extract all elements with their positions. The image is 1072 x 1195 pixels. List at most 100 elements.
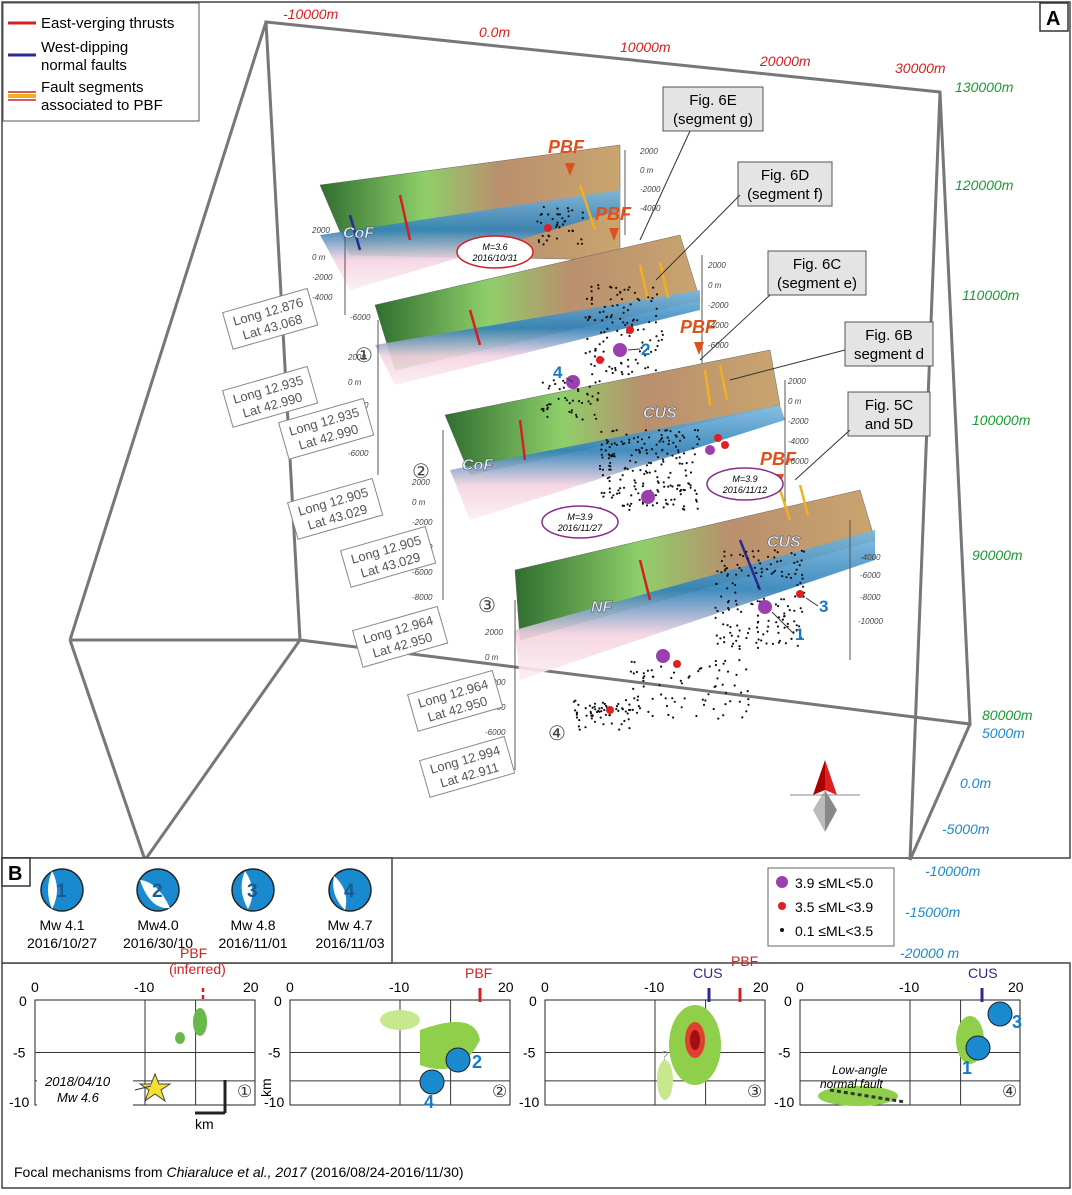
svg-text:2: 2 [641, 340, 650, 359]
svg-text:normal fault: normal fault [820, 1077, 883, 1091]
svg-text:2016/10/27: 2016/10/27 [27, 935, 97, 951]
svg-text:-4000: -4000 [788, 437, 809, 446]
y-tick: 130000m [955, 79, 1014, 95]
svg-text:-10: -10 [519, 1094, 539, 1110]
svg-text:Mw 4.1: Mw 4.1 [39, 917, 84, 933]
svg-text:3: 3 [819, 597, 828, 616]
event-medium [796, 590, 804, 598]
cof-label: CoF [462, 457, 494, 474]
pbf-label: PBF [680, 317, 717, 337]
z-tick: 0.0m [960, 775, 991, 791]
y-tick: 90000m [972, 547, 1023, 563]
x-tick: 0.0m [479, 24, 510, 40]
svg-text:①: ① [237, 1082, 252, 1101]
panel-a-letter: A [1046, 8, 1060, 30]
3d-bounding-box [68, 20, 972, 861]
svg-text:-2000: -2000 [708, 301, 729, 310]
svg-text:km: km [258, 1078, 274, 1097]
z-tick: -5000m [942, 821, 990, 837]
svg-text:(segment e): (segment e) [777, 275, 857, 292]
cus-label: CUS [767, 534, 801, 551]
north-arrow-icon [790, 760, 860, 832]
z-tick: 5000m [982, 725, 1025, 741]
svg-text:-5: -5 [523, 1045, 536, 1061]
event-medium [606, 706, 614, 714]
magnitude-legend: 3.9 ≤ML<5.0 3.5 ≤ML<3.9 0.1 ≤ML<3.5 [767, 867, 895, 947]
svg-text:4: 4 [344, 881, 355, 902]
panel-b-letter: B [8, 863, 22, 885]
event-medium [626, 326, 634, 334]
svg-text:CUS: CUS [693, 965, 723, 981]
y-tick: 110000m [962, 287, 1020, 303]
cof-label: CoF [343, 225, 375, 242]
svg-text:0: 0 [541, 979, 549, 995]
x-tick: 10000m [620, 39, 671, 55]
svg-text:②: ② [492, 1082, 507, 1101]
svg-text:Fig. 5C: Fig. 5C [865, 397, 914, 414]
svg-text:-6000: -6000 [348, 449, 369, 458]
svg-text:-6000: -6000 [860, 571, 881, 580]
svg-text:(segment f): (segment f) [747, 186, 823, 203]
svg-text:Low-angle: Low-angle [832, 1063, 888, 1077]
section-numbers: ① ② ③ ④ [355, 345, 566, 745]
seismicity-points [536, 205, 806, 731]
svg-text:0: 0 [796, 979, 804, 995]
svg-text:2016/11/01: 2016/11/01 [218, 935, 287, 951]
svg-text:km: km [195, 1116, 214, 1132]
svg-text:-10: -10 [134, 979, 154, 995]
svg-text:0 m: 0 m [312, 253, 326, 262]
svg-text:③: ③ [478, 595, 496, 617]
svg-text:Fig. 6C: Fig. 6C [793, 256, 842, 273]
svg-text:②: ② [412, 461, 430, 483]
svg-text:2000: 2000 [311, 226, 330, 235]
x-axis-labels: -10000m 0.0m 10000m 20000m 30000m [283, 6, 946, 76]
svg-text:-2000: -2000 [640, 185, 661, 194]
svg-text:(segment g): (segment g) [673, 111, 753, 128]
event-medium [714, 434, 722, 442]
svg-text:-5: -5 [13, 1045, 26, 1061]
figure-callouts: Fig. 6E (segment g) Fig. 6D (segment f) … [639, 86, 934, 481]
pbf-label: PBF [760, 449, 797, 469]
y-tick: 120000m [955, 177, 1014, 193]
event-medium [721, 441, 729, 449]
svg-text:20: 20 [498, 979, 514, 995]
beachball-3: 3 Mw 4.8 2016/11/01 [218, 868, 288, 951]
svg-text:0 m: 0 m [640, 166, 654, 175]
svg-text:-10: -10 [644, 979, 664, 995]
svg-text:2000: 2000 [411, 478, 430, 487]
svg-text:(inferred): (inferred) [169, 961, 226, 977]
svg-text:-2000: -2000 [412, 518, 433, 527]
fault-traces [348, 184, 810, 601]
svg-text:0 m: 0 m [485, 653, 499, 662]
svg-text:4: 4 [553, 363, 563, 382]
svg-text:-6000: -6000 [412, 568, 433, 577]
svg-text:3: 3 [1012, 1012, 1022, 1032]
svg-text:-10: -10 [899, 979, 919, 995]
svg-text:-6000: -6000 [485, 728, 506, 737]
svg-text:segment d: segment d [854, 346, 924, 363]
legend-mag-medium: 3.5 ≤ML<3.9 [795, 899, 873, 915]
svg-text:③: ③ [747, 1082, 762, 1101]
event-medium [673, 660, 681, 668]
svg-text:-8000: -8000 [412, 593, 433, 602]
legend-mag-large: 3.9 ≤ML<5.0 [795, 875, 873, 891]
svg-text:Fig. 6D: Fig. 6D [761, 167, 810, 184]
svg-text:2000: 2000 [347, 353, 366, 362]
svg-text:0: 0 [784, 993, 792, 1009]
panel-b: B 1 Mw 4.1 2016/10/27 2 Mw4.0 2016/30/10… [1, 857, 393, 964]
svg-text:Fig. 6B: Fig. 6B [865, 327, 913, 344]
z-tick: -15000m [905, 904, 961, 920]
svg-text:0 m: 0 m [708, 281, 722, 290]
svg-text:normal faults: normal faults [41, 57, 127, 74]
legend-mag-small: 0.1 ≤ML<3.5 [795, 923, 873, 939]
beachball-2: 2 Mw4.0 2016/30/10 [123, 868, 193, 951]
svg-text:0 m: 0 m [788, 397, 802, 406]
pbf-label: PBF [595, 204, 632, 224]
section-4 [514, 489, 876, 770]
svg-text:2000: 2000 [787, 377, 806, 386]
